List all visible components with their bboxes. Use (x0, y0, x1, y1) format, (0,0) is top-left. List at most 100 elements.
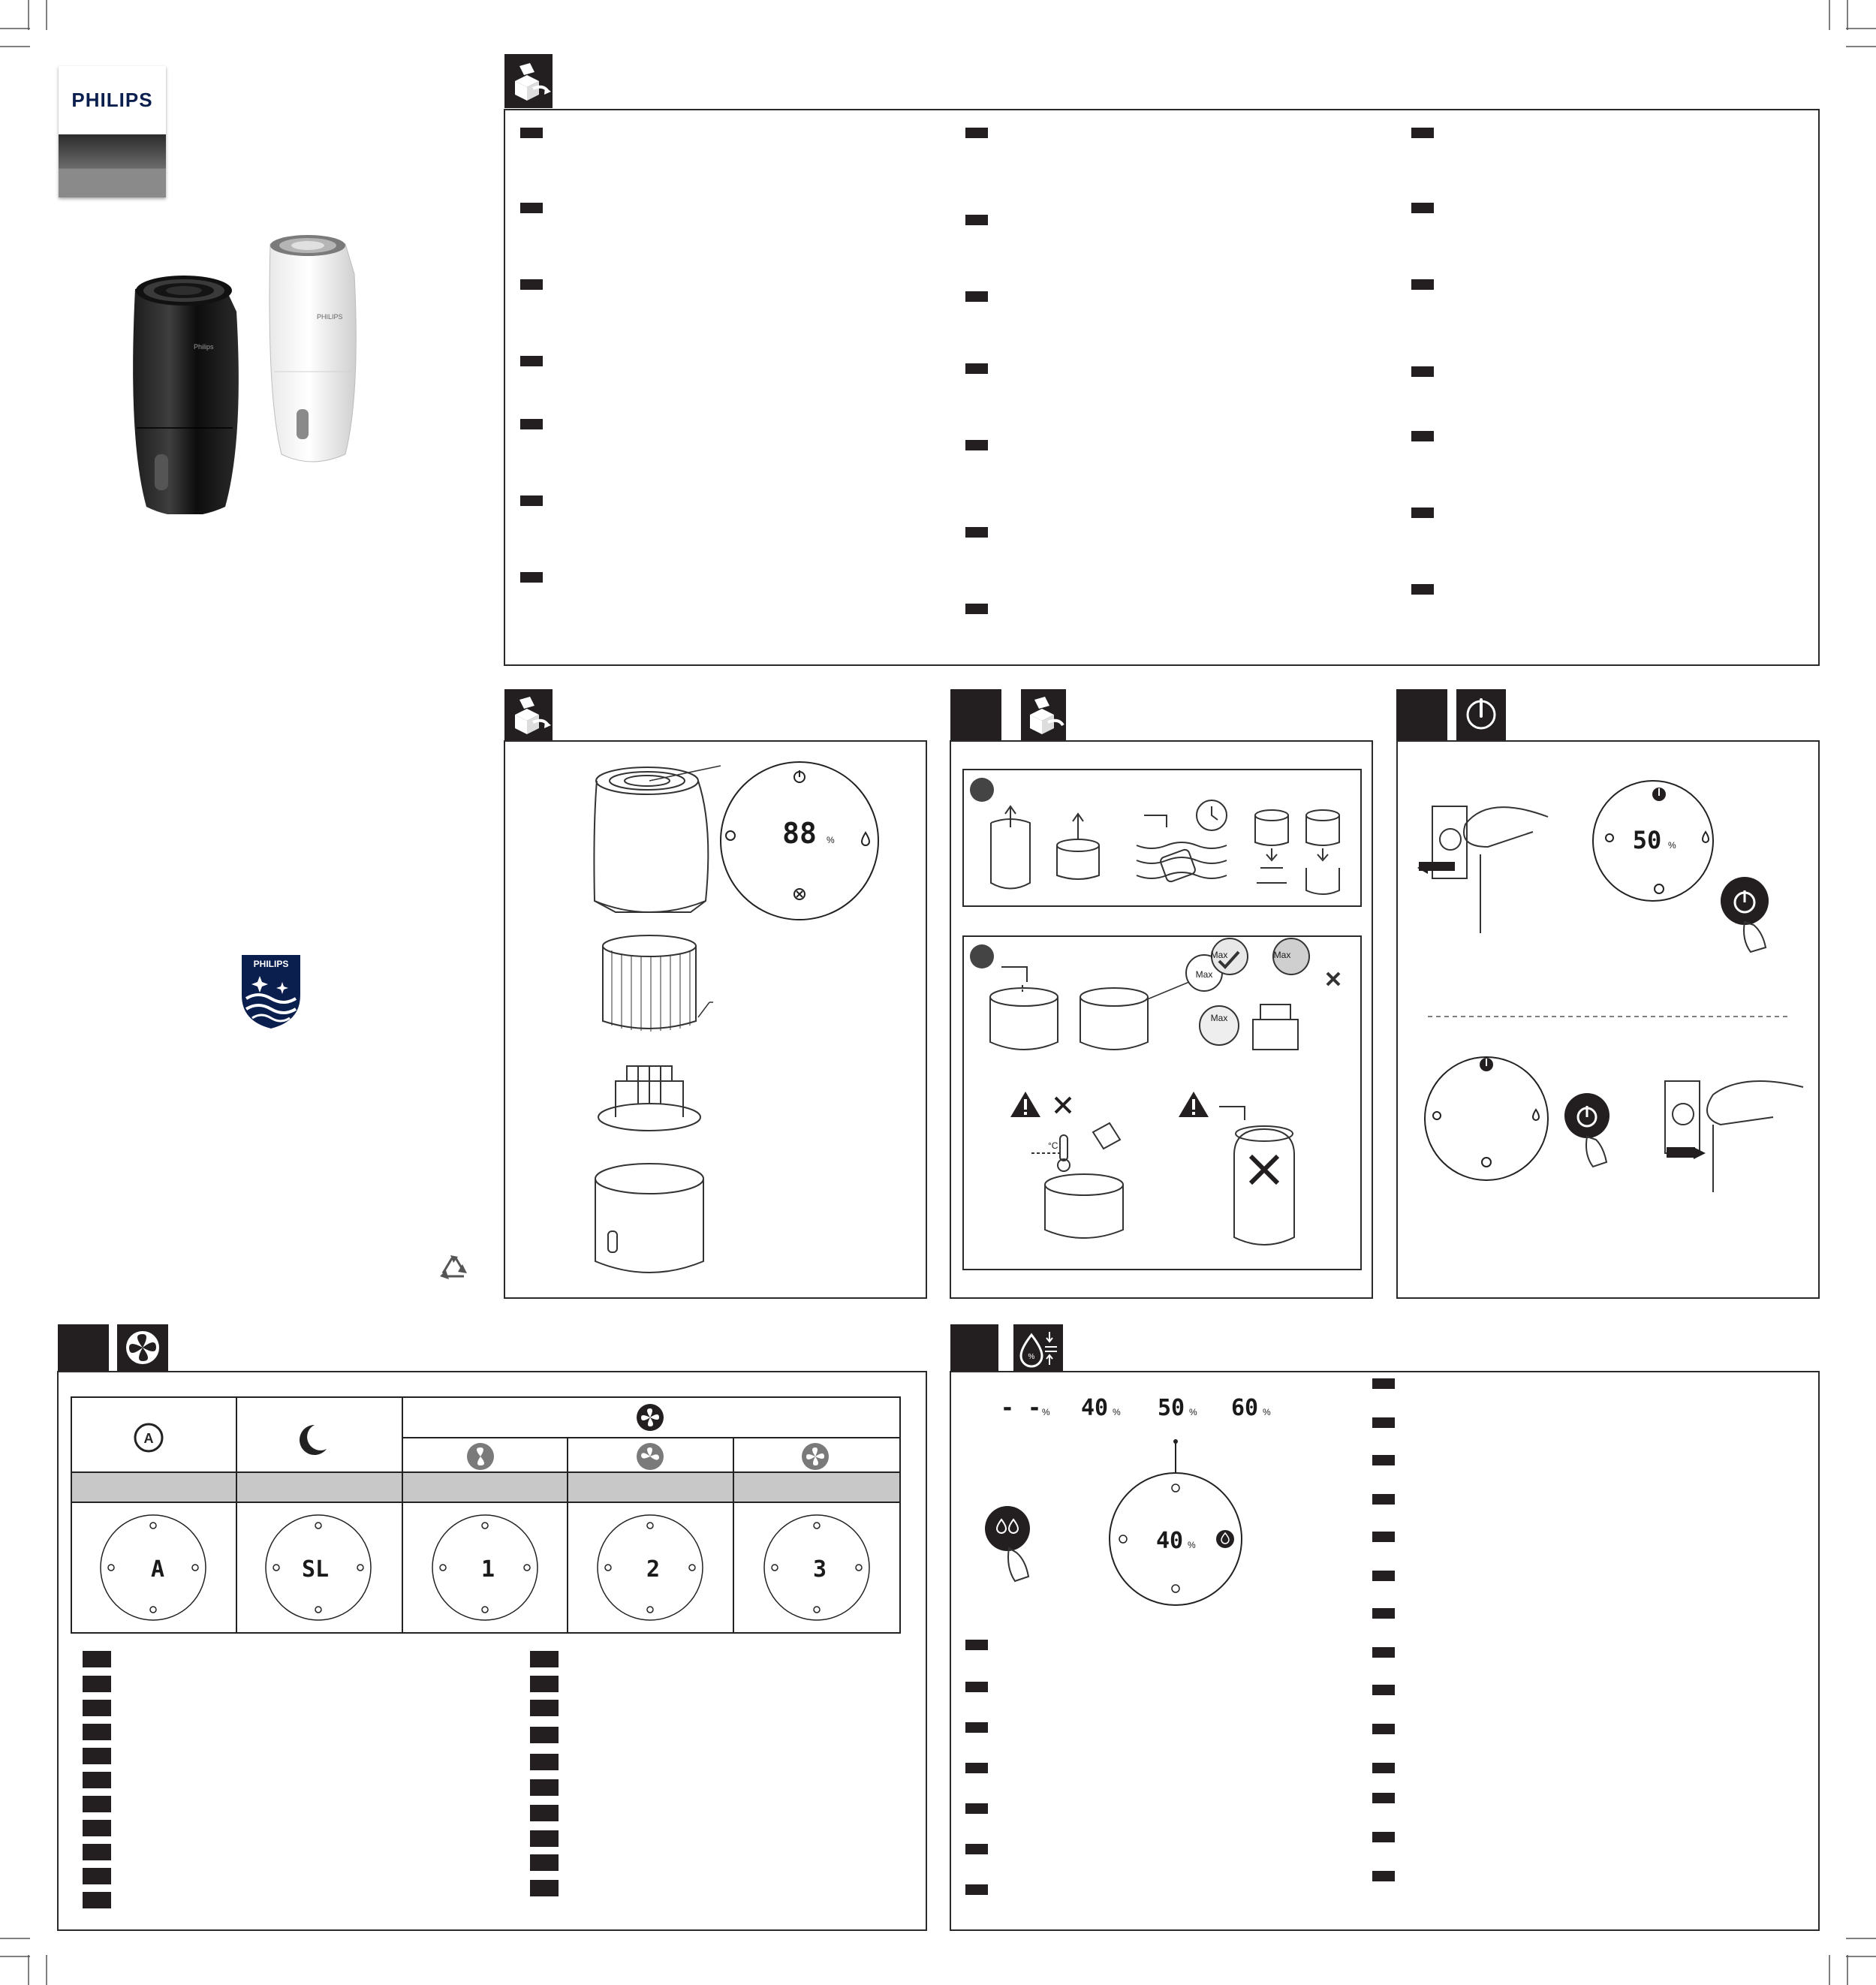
language-code-block (965, 1803, 988, 1814)
language-code-block (83, 1892, 111, 1908)
language-code-block (520, 356, 543, 366)
language-code-block (965, 291, 988, 302)
language-code-block (1411, 366, 1434, 377)
language-code-block (1372, 1647, 1395, 1658)
humidity-level-60: 60 (1231, 1395, 1258, 1421)
control-panel-closeup: 88 % (720, 761, 879, 920)
language-code-block (83, 1748, 111, 1764)
humidity-unit: % (1113, 1407, 1121, 1417)
mode-speed2-display: 2 (646, 1556, 660, 1583)
language-code-block (530, 1854, 559, 1871)
step-number-tab (1396, 689, 1447, 740)
language-code-block (83, 1844, 111, 1860)
power-on-reading: 50 (1633, 826, 1662, 854)
language-code-block (530, 1880, 559, 1896)
language-code-block (83, 1820, 111, 1836)
language-code-block (530, 1727, 559, 1743)
language-code-block (1372, 1724, 1395, 1734)
max-label-over: Max (1274, 950, 1291, 960)
temperature-unit: °C (1048, 1140, 1058, 1151)
step-number-tab (950, 1324, 998, 1371)
language-code-block (530, 1779, 559, 1796)
unbox-tab-2 (504, 689, 553, 740)
language-code-block (83, 1868, 111, 1884)
box-open-icon (515, 63, 551, 101)
sleep-icon (300, 1425, 327, 1455)
language-code-block (520, 572, 543, 583)
language-code-block (965, 1884, 988, 1895)
language-code-block (530, 1754, 559, 1770)
power-on-unit: % (1668, 840, 1676, 851)
max-label-rotor: Max (1211, 1013, 1228, 1023)
mode-sleep-display: SL (302, 1556, 329, 1583)
box-open-icon (1030, 697, 1064, 734)
humidity-unit: % (1188, 1540, 1196, 1550)
language-code-block (520, 495, 543, 506)
power-icon (1466, 698, 1496, 730)
language-code-block (83, 1700, 111, 1716)
humidity-icon: % (1019, 1332, 1057, 1368)
philips-brand-tile: PHILIPS (59, 66, 166, 197)
language-code-block (1411, 279, 1434, 290)
language-code-block (520, 203, 543, 213)
language-code-block (1372, 1685, 1395, 1695)
language-code-block (530, 1805, 559, 1821)
recycle-icon (440, 1255, 467, 1279)
language-code-block (965, 1682, 988, 1692)
language-code-block (83, 1676, 111, 1692)
language-code-block (965, 1844, 988, 1854)
overview-display-reading: 88 (782, 817, 817, 850)
language-code-block (520, 419, 543, 429)
product-image: PHILIPS Philips (133, 235, 357, 514)
humidity-illustration: - - % 40 % 50 % 60 % 40 % (985, 1395, 1271, 1606)
language-code-block (530, 1830, 559, 1847)
language-code-block (1411, 203, 1434, 213)
svg-text:A: A (144, 1431, 154, 1446)
language-code-block (965, 1640, 988, 1650)
max-label-ok: Max (1211, 950, 1228, 960)
language-code-block (83, 1651, 111, 1667)
humidity-tab: % (1013, 1324, 1063, 1371)
svg-text:%: % (1028, 1353, 1035, 1361)
language-code-block (520, 279, 543, 290)
language-code-block (965, 215, 988, 225)
fan-speed1-icon (467, 1443, 494, 1470)
humidity-unit: % (1042, 1407, 1050, 1417)
mode-auto-display: A (151, 1556, 164, 1583)
overview-display-unit: % (827, 835, 835, 845)
fan-mode-table: A A SL 1 2 3 (71, 1396, 901, 1634)
humidity-level-40: 40 (1081, 1395, 1108, 1421)
soak-filter-illustrations (970, 778, 1340, 895)
language-code-block (530, 1700, 559, 1716)
black-unit-logo: Philips (194, 343, 214, 351)
language-code-block (1411, 508, 1434, 518)
language-code-block (1372, 1793, 1395, 1803)
language-code-block (83, 1796, 111, 1812)
language-code-block (530, 1676, 559, 1692)
fan-tab (117, 1324, 168, 1371)
language-code-block (965, 363, 988, 374)
language-code-block (1372, 1532, 1395, 1542)
shield-wordmark: PHILIPS (254, 959, 289, 969)
language-code-block (1372, 1608, 1395, 1619)
language-code-block (1411, 431, 1434, 441)
language-code-block (83, 1724, 111, 1740)
language-code-block (1372, 1763, 1395, 1773)
philips-shield-logo: PHILIPS (242, 955, 300, 1029)
auto-mode-icon: A (134, 1423, 164, 1453)
language-code-block (1372, 1417, 1395, 1428)
warning-icon (1179, 1092, 1209, 1117)
humidity-unit: % (1263, 1407, 1271, 1417)
philips-wordmark: PHILIPS (71, 89, 153, 111)
fan-icon (126, 1331, 159, 1364)
humidity-current-reading: 40 (1156, 1528, 1183, 1554)
warning-icon (1010, 1092, 1040, 1117)
language-code-block (1411, 128, 1434, 138)
language-index-panel (504, 109, 1820, 666)
power-tab (1456, 689, 1506, 740)
humidity-unit: % (1189, 1407, 1197, 1417)
unbox-tab-3 (1021, 689, 1066, 740)
box-open-icon (515, 697, 551, 734)
white-unit-logo: PHILIPS (317, 313, 343, 321)
fan-icon (637, 1404, 664, 1431)
